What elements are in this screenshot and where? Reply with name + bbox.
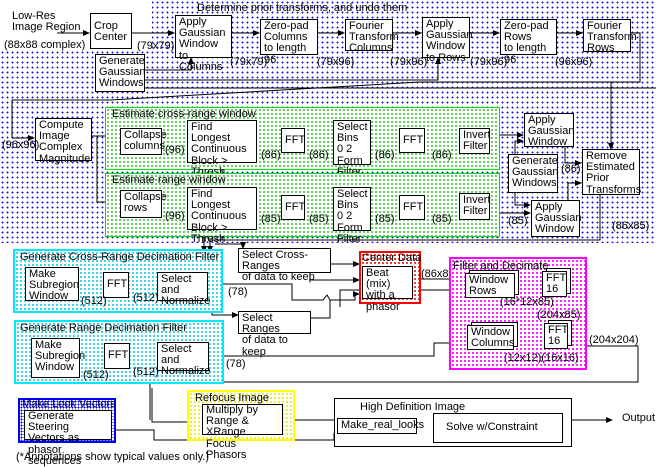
- r-decim-title: Generate Range Decimation Filter: [20, 322, 187, 334]
- cross-range-title: Estimate cross-range window: [112, 108, 256, 120]
- apply-window-rows-box: Apply Gaussian Window to Rows: [422, 17, 472, 63]
- fft-box: FFT: [103, 272, 129, 298]
- dim-label: (96): [165, 210, 185, 222]
- fft-box: FFT: [399, 195, 425, 220]
- remove-prior-transforms-box: Remove Estimated Prior Transforms: [582, 149, 641, 195]
- input-title: Low-Res Image Region: [12, 10, 81, 34]
- filter-title: Filter and Decimate: [453, 260, 549, 272]
- dim-label: (79x79): [230, 56, 268, 68]
- multiply-phasors-box: Multiply by Range & XRange Focus Phasors: [202, 404, 283, 460]
- select-bins-box: Select Bins 0 2 Form Filter: [333, 187, 371, 244]
- solve-constraint-box: Solve w/Constraint: [433, 413, 563, 443]
- look-title: Make Look Vectors: [22, 398, 116, 410]
- collapse-columns-box: Collapse columns: [120, 128, 167, 155]
- fft-box: FFT: [281, 195, 305, 220]
- zeropad-rows-box: Zero-pad Rows to length 96: [500, 19, 557, 65]
- beat-phasor-box: Beat (mix) with a phasor: [362, 266, 413, 312]
- dim-label: (96): [165, 144, 185, 156]
- dim-label: (96x96): [555, 56, 593, 68]
- dim-label: (512): [81, 295, 107, 307]
- fft-box: FFT: [399, 128, 425, 153]
- fourier-rows-box: Fourier Transform Rows: [583, 19, 637, 54]
- dim-label: (78): [226, 358, 246, 370]
- dim-label: (86): [261, 149, 281, 161]
- dim-label: (85): [375, 213, 395, 225]
- dim-label: (512): [83, 369, 109, 381]
- dim-label: (204x204): [589, 334, 639, 346]
- hd-title: High Definition Image: [360, 401, 466, 413]
- dim-label: (12x12)(16x16): [504, 352, 579, 364]
- dim-label: (78): [228, 286, 248, 298]
- dim-label: (96x96): [2, 139, 40, 151]
- dim-label: (79x96): [470, 56, 508, 68]
- crop-center-box: Crop Center: [90, 13, 132, 49]
- dim-label: (16*12x85): [500, 296, 554, 308]
- make-subregion-box: Make Subregion Window: [31, 338, 85, 378]
- select-cross-ranges-box: Select Cross-Ranges of data to keep: [238, 248, 331, 283]
- fft16-box: FFT 16: [544, 323, 568, 349]
- select-bins-box: Select Bins 0 2 Form Filter: [333, 120, 371, 177]
- dim-label: (86): [432, 149, 452, 161]
- invert-filter-box: Invert Filter: [459, 128, 491, 154]
- dim-label: (79x96): [317, 56, 355, 68]
- make-real-looks-box: Make_real_looks: [337, 418, 424, 434]
- dim-label: (85): [261, 213, 281, 225]
- dim-label: (204x85): [537, 309, 581, 321]
- refocus-title: Refocus Image: [195, 392, 269, 404]
- compute-magnitude-box: Compute Image Complex Magnitude: [35, 118, 92, 164]
- dim-label: (79x96): [390, 56, 428, 68]
- window-columns-box: Window Columns: [467, 325, 514, 350]
- apply-window-bottom-box: Apply Gaussian Window: [531, 200, 581, 237]
- apply-window-columns-box: Apply Gaussian Window to Columns: [175, 15, 232, 72]
- input-size: (88x88 complex): [4, 39, 86, 51]
- find-block-box: Find Longest Continuous Block > Thresh: [187, 187, 257, 244]
- select-normalize-box: Select and Normalize: [157, 342, 211, 377]
- dim-label: (86x85): [421, 268, 459, 280]
- apply-window-top-box: Apply Gaussian Window: [524, 113, 574, 148]
- dim-label: (512): [133, 292, 159, 304]
- prior-title: Determine prior transforms, and undo the…: [197, 2, 408, 14]
- fft-box: FFT: [104, 343, 130, 369]
- steering-vectors-box: Generate Steering Vectors as phasor sequ…: [24, 410, 112, 466]
- zeropad-columns-box: Zero-pad Columns to length 96: [260, 19, 318, 65]
- dim-label: (85): [508, 215, 528, 227]
- make-subregion-box: Make Subregion Window: [25, 267, 79, 302]
- collapse-rows-box: Collapse rows: [120, 190, 167, 218]
- output-label: Output: [622, 412, 656, 424]
- range-title: Estimate range window: [112, 174, 226, 186]
- fourier-columns-box: Fourier Transform Columns: [345, 19, 399, 54]
- select-normalize-box: Select and Normalize: [157, 272, 211, 307]
- annotation-note: (*Annotations show typical values only.): [16, 451, 210, 463]
- dim-label: (86): [309, 149, 329, 161]
- find-block-box: Find Longest Continuous Block > Thresh: [187, 120, 257, 177]
- dim-label: (86x85): [612, 220, 650, 232]
- dim-label: (512): [133, 366, 159, 378]
- generate-windows-box: Generate Gaussian Windows: [508, 154, 558, 193]
- invert-filter-box: Invert Filter: [459, 193, 491, 220]
- window-rows-box: Window Rows: [465, 273, 515, 298]
- dim-label: (85): [309, 213, 329, 225]
- dim-label: (79x79): [137, 40, 175, 52]
- fft-box: FFT: [281, 128, 305, 153]
- fft16-box: FFT 16: [542, 271, 567, 297]
- range-group: [105, 173, 500, 237]
- select-ranges-box: Select Ranges of data to keep: [238, 311, 311, 357]
- center-title: Center Data: [362, 252, 422, 264]
- dim-label: (86): [561, 163, 581, 175]
- generate-gaussian-windows-box: Generate Gaussian Windows: [95, 54, 145, 92]
- dim-label: (85): [432, 213, 452, 225]
- dim-label: (86): [375, 149, 395, 161]
- cr-decim-title: Generate Cross-Range Decimation Filter: [20, 251, 220, 263]
